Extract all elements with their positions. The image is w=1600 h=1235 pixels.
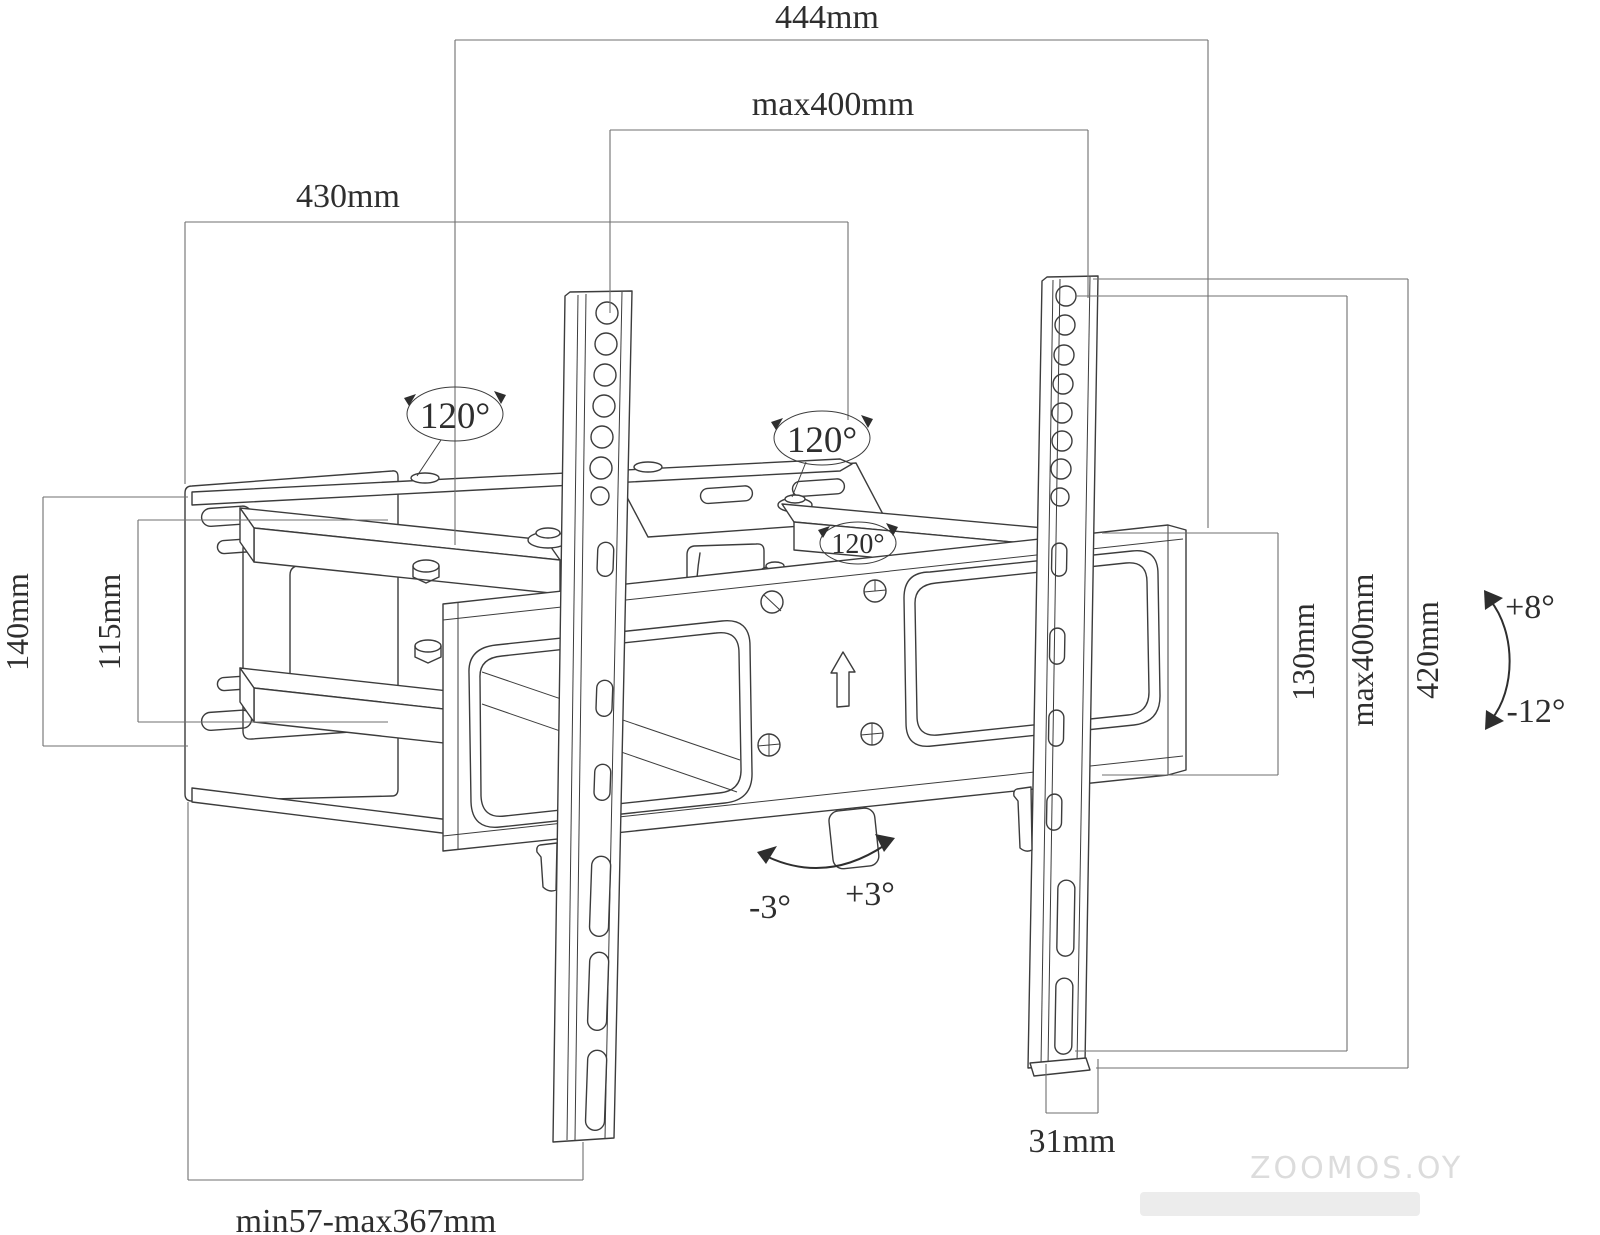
swivel-lower-label: 120° xyxy=(831,529,884,560)
front-rail-hook xyxy=(536,842,558,892)
watermark: ZOOMOS.OY xyxy=(1140,1151,1463,1216)
pivot-bolts-left xyxy=(412,559,442,664)
level-left-label: -3° xyxy=(749,889,791,926)
dim-bracket-foot-width xyxy=(1045,1059,1099,1114)
dim-extension-range-label: min57-max367mm xyxy=(236,1203,497,1235)
tilt-down-label: -12° xyxy=(1507,693,1566,730)
right-rail-foot xyxy=(1029,1057,1091,1077)
tilt-annotation xyxy=(1484,590,1511,730)
upper-arm-bar xyxy=(191,458,853,506)
right-rail-hook xyxy=(1013,786,1033,852)
swivel-annotation-plate xyxy=(404,386,506,477)
dim-slot-spacing xyxy=(137,519,388,723)
up-arrow-icon xyxy=(830,651,856,708)
dim-extension-range xyxy=(187,802,584,1181)
wall-plate-holes xyxy=(757,579,887,757)
dim-arm-reach xyxy=(184,221,849,484)
dim-bracket-foot-width-label: 31mm xyxy=(1029,1123,1116,1160)
dim-arm-reach-label: 430mm xyxy=(296,178,400,215)
dim-vesa-height-label: max400mm xyxy=(1344,573,1380,726)
tilt-up-label: +8° xyxy=(1505,589,1555,626)
tv-rail-front xyxy=(536,290,633,1143)
dim-overall-width xyxy=(454,39,1209,545)
watermark-bar xyxy=(1140,1192,1420,1216)
swivel-plate-label: 120° xyxy=(420,396,490,437)
dim-bracket-height-label: 420mm xyxy=(1409,601,1445,699)
dim-slot-spacing-label: 115mm xyxy=(91,574,127,671)
dim-bracket-height xyxy=(1093,278,1409,1069)
dim-plate-height-label: 140mm xyxy=(0,573,35,671)
dim-plate-section-height xyxy=(1102,532,1279,776)
upper-arm-link xyxy=(239,507,569,595)
level-right-label: +3° xyxy=(845,876,895,913)
dim-plate-section-height-label: 130mm xyxy=(1285,603,1321,701)
dim-plate-height xyxy=(42,496,188,747)
dim-vesa-width-label: max400mm xyxy=(752,86,914,123)
dim-overall-width-label: 444mm xyxy=(775,0,879,36)
swivel-annotation-upper xyxy=(771,410,873,498)
level-adjust-annotation xyxy=(757,834,895,870)
dim-vesa-height xyxy=(1075,295,1348,1052)
watermark-text: ZOOMOS.OY xyxy=(1250,1151,1463,1186)
swivel-annotation-lower xyxy=(818,521,898,565)
tv-rail-right xyxy=(1013,275,1099,1077)
swivel-upper-label: 120° xyxy=(787,420,857,461)
